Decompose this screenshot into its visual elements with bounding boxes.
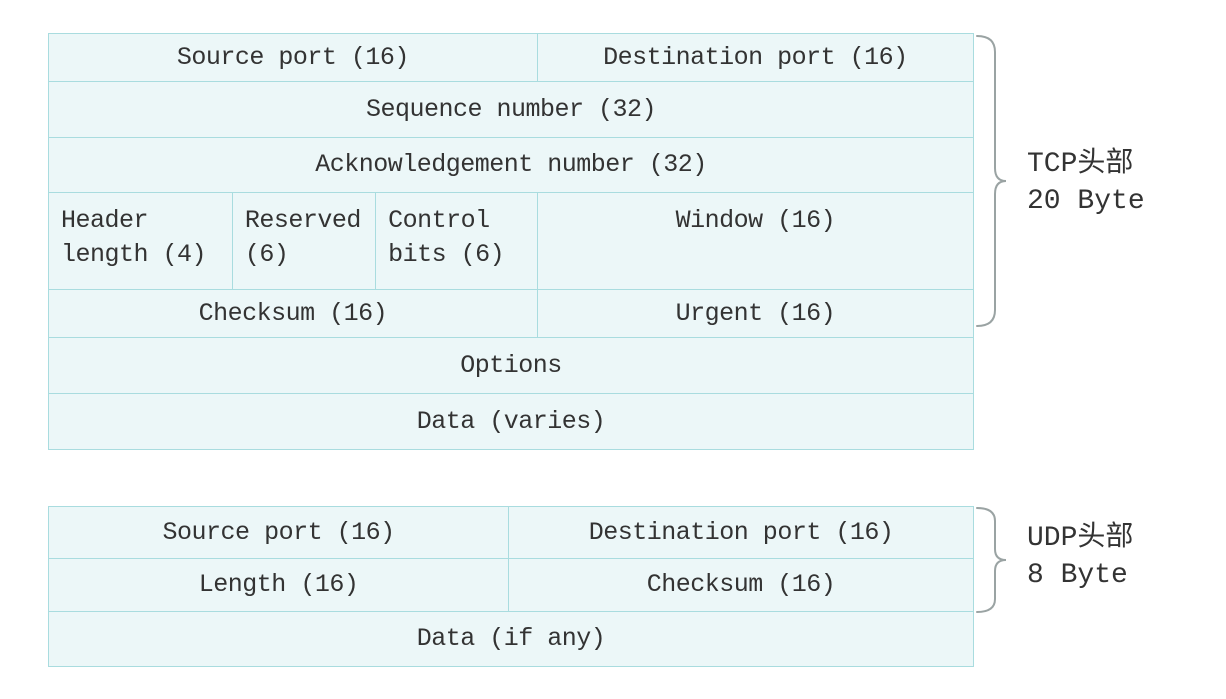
- udp-header-table: Source port (16) Destination port (16) L…: [48, 506, 974, 667]
- tcp-cell-urgent: Urgent (16): [675, 298, 836, 328]
- tcp-row-flags: Header length (4) Reserved (6) Control b…: [49, 193, 973, 290]
- udp-cell-checksum: Checksum (16): [646, 570, 836, 599]
- udp-cell-data: Data (if any): [416, 624, 606, 653]
- udp-brace-label: UDP头部 8 Byte: [1027, 520, 1133, 594]
- udp-cell-length: Length (16): [49, 559, 510, 611]
- tcp-header-table: Source port (16) Destination port (16) S…: [48, 33, 974, 450]
- udp-cell-destination-port: Destination port (16): [588, 517, 894, 547]
- tcp-cell-sequence-number: Sequence number (32): [365, 94, 657, 124]
- tcp-row-sequence: Sequence number (32): [49, 82, 973, 138]
- tcp-cell-header-length: Header length (4): [49, 193, 233, 289]
- udp-brace: [976, 507, 1007, 613]
- tcp-cell-destination-port: Destination port (16): [603, 42, 908, 72]
- udp-row-length-checksum: Length (16) Checksum (16): [49, 559, 973, 612]
- tcp-cell-data: Data (varies): [416, 406, 606, 436]
- tcp-row-checksum: Checksum (16) Urgent (16): [49, 290, 973, 338]
- tcp-row-acknowledgement: Acknowledgement number (32): [49, 138, 973, 193]
- tcp-cell-acknowledgement-number: Acknowledgement number (32): [315, 150, 707, 179]
- tcp-cell-checksum: Checksum (16): [49, 290, 538, 337]
- tcp-brace-label: TCP头部 20 Byte: [1027, 146, 1145, 220]
- udp-row-data: Data (if any): [49, 612, 973, 666]
- tcp-cell-source-port: Source port (16): [49, 34, 538, 81]
- tcp-brace-label-line2: 20 Byte: [1027, 186, 1145, 217]
- tcp-cell-window: Window (16): [675, 206, 836, 235]
- tcp-row-ports: Source port (16) Destination port (16): [49, 34, 973, 82]
- tcp-cell-options: Options: [460, 350, 562, 380]
- tcp-row-options: Options: [49, 338, 973, 394]
- udp-brace-label-line1: UDP头部: [1027, 523, 1134, 554]
- tcp-brace: [976, 35, 1007, 327]
- udp-cell-source-port: Source port (16): [49, 507, 510, 558]
- udp-row-ports: Source port (16) Destination port (16): [49, 507, 973, 559]
- tcp-cell-reserved: Reserved (6): [233, 193, 377, 289]
- tcp-row-data: Data (varies): [49, 394, 973, 449]
- tcp-cell-control-bits: Control bits (6): [376, 193, 538, 289]
- udp-brace-label-line2: 8 Byte: [1027, 560, 1128, 591]
- tcp-brace-label-line1: TCP头部: [1027, 149, 1134, 180]
